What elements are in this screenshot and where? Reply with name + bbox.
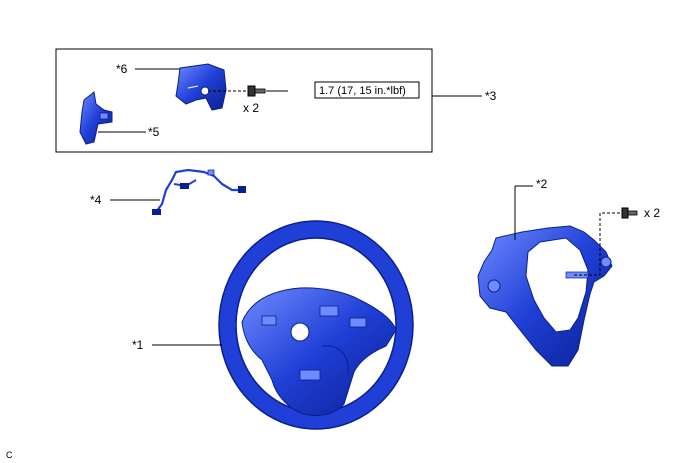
label-4: *4 xyxy=(90,193,102,207)
screw-icon xyxy=(621,207,638,219)
paddle-bracket-icon xyxy=(175,63,227,111)
dashed-guide-right xyxy=(574,212,622,276)
qty-upper: x 2 xyxy=(243,101,259,115)
label-2: *2 xyxy=(536,177,548,191)
torque-box xyxy=(314,81,420,99)
qty-right: x 2 xyxy=(644,206,660,220)
subassembly-box xyxy=(55,48,433,153)
paddle-switch-icon xyxy=(79,91,113,145)
wire-harness-icon xyxy=(152,168,246,215)
label-5: *5 xyxy=(148,125,160,139)
spoke-cover-icon xyxy=(477,225,613,367)
label-6: *6 xyxy=(116,62,128,76)
screw-icon xyxy=(247,85,266,97)
label-3: *3 xyxy=(485,89,497,103)
steering-wheel-icon xyxy=(218,220,414,430)
corner-code: C xyxy=(6,450,13,460)
label-1: *1 xyxy=(132,338,144,352)
torque-spec: 1.7 (17, 15 in.*lbf) xyxy=(319,85,406,97)
